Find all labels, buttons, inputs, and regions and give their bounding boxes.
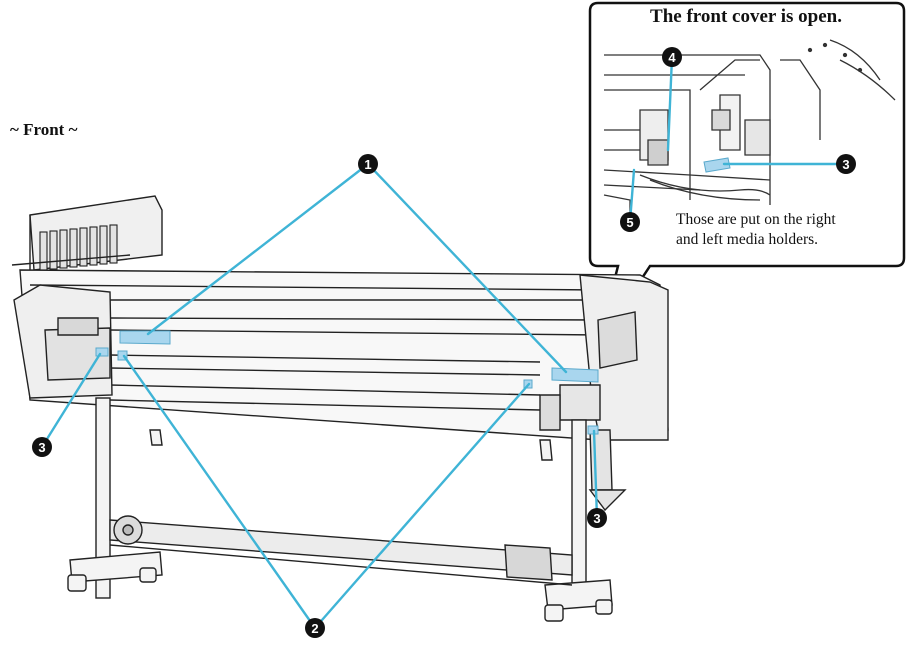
callout-box <box>588 1 906 346</box>
label-1-right <box>551 367 599 383</box>
leader-1-right <box>366 162 568 374</box>
callout-note-line2: and left media holders. <box>676 231 819 248</box>
marker-1-number: 1 <box>364 157 371 172</box>
marker-3-callout: 3 <box>836 154 856 174</box>
leader-3-right <box>592 429 599 520</box>
marker-3-callout-number: 3 <box>842 157 849 172</box>
callout-note: Those are put on the right and left medi… <box>676 210 901 250</box>
printer-stand <box>67 397 627 622</box>
leader-2-left <box>122 354 317 630</box>
callout-title: The front cover is open. <box>650 6 842 27</box>
label-2-left <box>117 350 128 361</box>
label-1-left <box>119 330 171 345</box>
leader-1-left <box>146 162 370 336</box>
marker-5: 5 <box>620 212 640 232</box>
caution-labels <box>95 330 599 435</box>
marker-1: 1 <box>358 154 378 174</box>
leader-2-right <box>313 382 531 630</box>
ink-cartridges <box>39 224 118 271</box>
leader-4 <box>666 55 674 152</box>
marker-2: 2 <box>305 618 325 638</box>
printer-body <box>11 195 669 441</box>
marker-5-number: 5 <box>626 215 633 230</box>
callout-interior-sketch <box>603 39 896 215</box>
marker-3-right: 3 <box>587 508 607 528</box>
marker-2-number: 2 <box>311 621 318 636</box>
front-view-heading: ~ Front ~ <box>10 120 78 139</box>
marker-3-right-number: 3 <box>593 511 600 526</box>
marker-3-left: 3 <box>32 437 52 457</box>
label-3-left <box>95 347 109 357</box>
callout-media-holder-label <box>703 157 731 173</box>
marker-4-number: 4 <box>668 50 676 65</box>
leader-3-left <box>40 352 102 449</box>
marker-4: 4 <box>662 47 682 67</box>
leader-lines <box>40 55 848 630</box>
callout-note-line1: Those are put on the right <box>676 211 836 228</box>
marker-3-left-number: 3 <box>38 440 45 455</box>
